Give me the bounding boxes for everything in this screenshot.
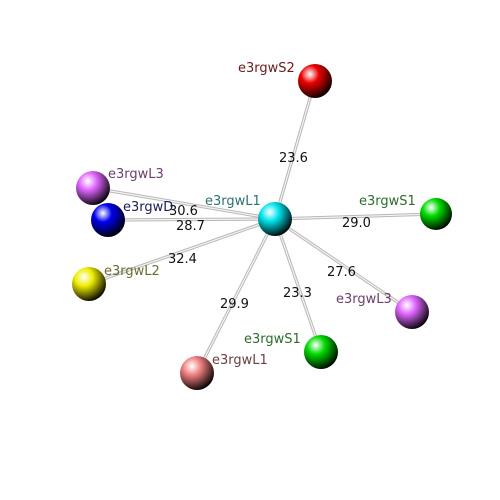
node-sphere — [76, 171, 110, 205]
node-label: e3rgwS1 — [359, 194, 416, 209]
edge-highlight-n1 — [274, 80, 316, 220]
edge-value-label: 29.9 — [220, 297, 249, 312]
edge-highlight-n8 — [92, 187, 276, 220]
node-sphere — [72, 267, 106, 301]
edge-highlight-n2 — [274, 213, 437, 220]
node-label: e3rgwD — [123, 200, 173, 215]
edge-value-label: 23.3 — [283, 286, 312, 301]
node-label: e3rgwL3 — [108, 167, 164, 182]
node-label: e3rgwS2 — [238, 61, 295, 76]
node-sphere — [298, 64, 332, 98]
node-label: e3rgwL3 — [336, 292, 392, 307]
edge-value-label: 28.7 — [176, 219, 205, 234]
edge-value-label: 23.6 — [279, 151, 308, 166]
edge-value-label: 27.6 — [327, 265, 356, 280]
edge-value-label: 32.4 — [168, 252, 197, 267]
node-sphere — [304, 335, 338, 369]
node-sphere — [91, 203, 125, 237]
edge-value-label: 29.0 — [342, 216, 371, 231]
node-label: e3rgwL2 — [104, 264, 160, 279]
node-label: e3rgwL1 — [205, 194, 261, 209]
edge-highlight-n5 — [196, 218, 276, 374]
node-sphere — [180, 356, 214, 390]
node-sphere — [395, 295, 429, 329]
edge-value-label: 30.6 — [169, 204, 198, 219]
edge-highlight-n6 — [88, 218, 276, 285]
edge-highlight-n3 — [274, 218, 413, 313]
node-label: e3rgwL1 — [212, 353, 268, 368]
edge-highlight-n4 — [274, 218, 322, 353]
node-sphere — [258, 202, 292, 236]
node-sphere — [420, 198, 452, 230]
node-label: e3rgwS1 — [244, 332, 301, 347]
edge-highlight-n7 — [107, 218, 276, 221]
